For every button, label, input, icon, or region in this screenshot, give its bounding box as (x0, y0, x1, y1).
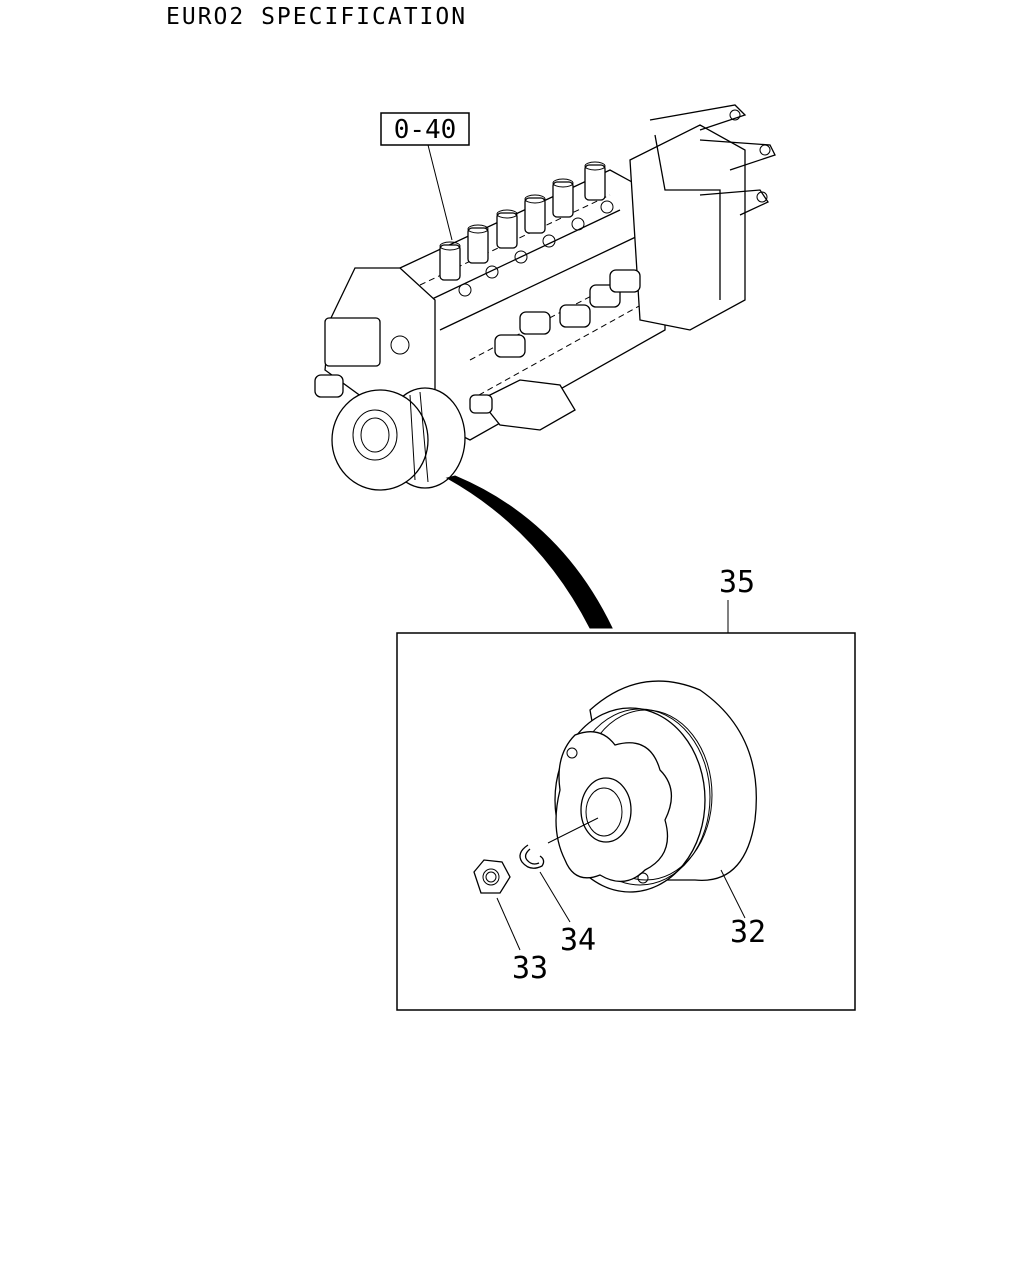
reference-leader (427, 144, 453, 241)
callout-33-leader (496, 897, 521, 951)
coupling-illustration (554, 680, 757, 893)
detail-frame (396, 632, 856, 1011)
injection-pump-illustration (314, 104, 776, 491)
callout-32-leader (720, 869, 746, 919)
coupling-axis-line (547, 817, 599, 844)
washer-illustration (519, 844, 545, 869)
page-title: EURO2 SPECIFICATION (166, 4, 468, 30)
callout-34-leader (539, 871, 571, 923)
callout-33: 33 (512, 951, 548, 986)
reference-label: 0-40 (394, 115, 457, 145)
nut-illustration (473, 859, 511, 894)
callout-34: 34 (560, 923, 596, 958)
callout-32: 32 (730, 915, 766, 950)
detail-pointer-arrow (445, 475, 613, 629)
callout-35: 35 (719, 565, 755, 600)
reference-box: 0-40 (380, 112, 470, 241)
